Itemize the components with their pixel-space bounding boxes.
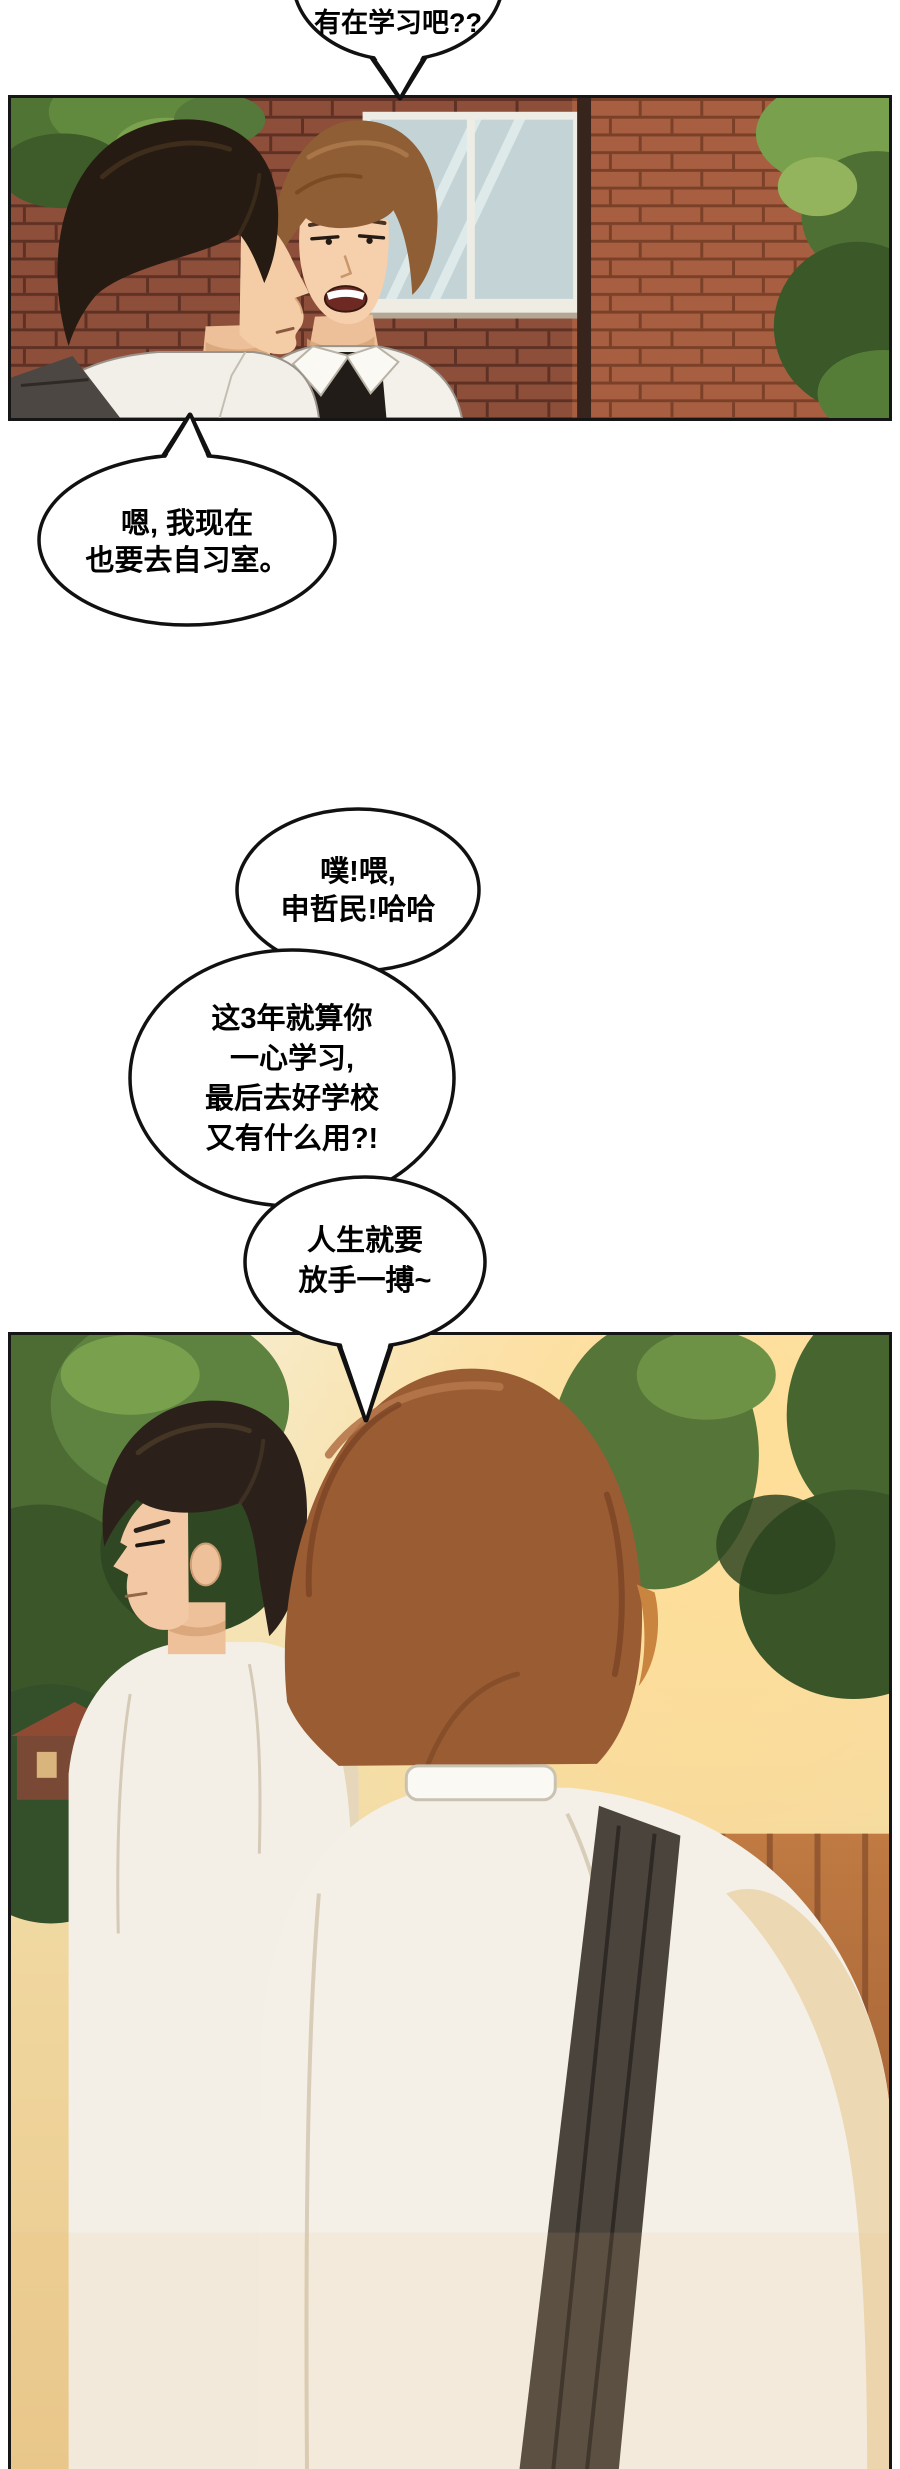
bubble-line: 嗯, 我现在 — [120, 507, 254, 540]
backpack-strap — [11, 355, 121, 418]
friend-hair-back — [284, 1368, 643, 1766]
speech-bubble-life-text: 人生就要 放手一搏~ — [245, 1216, 485, 1306]
bubble-line: 一心学习, — [229, 1043, 355, 1075]
bubble-line: 人生就要 — [306, 1225, 423, 1257]
drain-pipe — [577, 98, 592, 418]
bubble-line: 也要去自习室。 — [85, 544, 289, 577]
warm-light-overlay — [11, 2232, 889, 2469]
speech-bubble-reply-text: 嗯, 我现在 也要去自习室。 — [37, 495, 337, 590]
panel-1 — [8, 95, 892, 421]
character-protagonist — [11, 119, 320, 418]
bubble-line: 申哲民!哈哈 — [280, 894, 436, 926]
tree-right — [755, 98, 889, 418]
speech-bubble-top-text: 有在学习吧?? — [298, 0, 498, 46]
friend-hair — [273, 120, 438, 295]
bubble-line: 这3年就算你 — [211, 1003, 373, 1035]
bubble-line: 有在学习吧?? — [314, 8, 482, 38]
speech-bubble-argument — [128, 948, 456, 1208]
speech-bubble-reply — [37, 412, 337, 627]
protagonist-hair-sunset — [102, 1400, 308, 1637]
bubble-line: 又有什么用?! — [205, 1123, 379, 1155]
protagonist-hair — [57, 119, 279, 347]
panel-2-art — [11, 1335, 889, 2469]
bubble-line: 噗!喂, — [320, 856, 396, 888]
speech-bubble-laugh-text: 噗!喂, 申哲民!哈哈 — [238, 845, 478, 937]
panel-1-art — [11, 98, 889, 418]
speech-bubble-argument-text: 这3年就算你 一心学习, 最后去好学校 又有什么用?! — [130, 995, 454, 1163]
shirt-collar — [404, 1764, 557, 1802]
character-friend-back — [257, 1368, 889, 2469]
ear — [189, 1542, 222, 1587]
bubble-line: 放手一搏~ — [298, 1265, 432, 1297]
speech-bubble-laugh — [235, 807, 481, 973]
bubble-line: 最后去好学校 — [204, 1083, 379, 1115]
speech-bubble-top — [294, 0, 502, 101]
panel-2 — [8, 1332, 892, 2469]
protagonist-face-profile — [113, 1482, 189, 1630]
